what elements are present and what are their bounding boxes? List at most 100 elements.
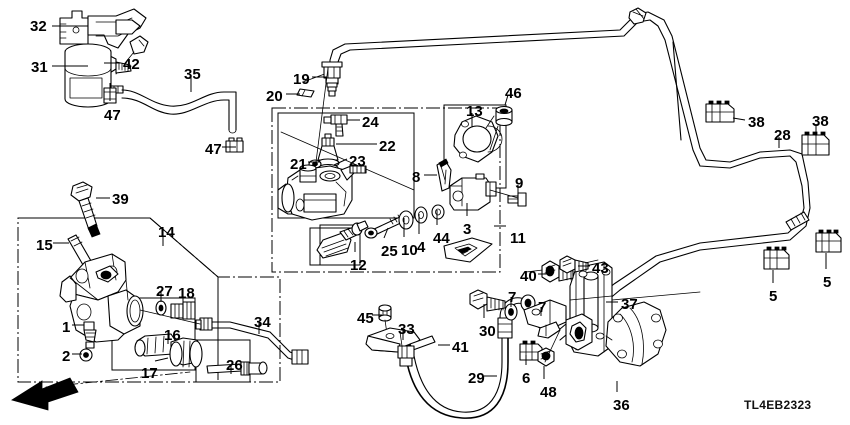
part-38-clip-b (801, 131, 830, 156)
leader-line-23 (333, 158, 348, 166)
callout-number-7: 7 (508, 289, 517, 306)
callout-number-38: 38 (812, 113, 829, 130)
callout-number-31: 31 (31, 59, 48, 76)
part-28-clutch-pipe (329, 7, 811, 341)
part-1-bleeder-screw (83, 321, 97, 349)
callout-number-26: 26 (226, 357, 243, 374)
part-slave-cylinder-body (59, 253, 144, 343)
callout-number-7: 7 (538, 299, 547, 316)
part-2-cap (79, 348, 93, 362)
callout-number-19: 19 (293, 71, 310, 88)
leader-line-38 (732, 117, 746, 121)
group-box-14 (17, 217, 281, 383)
part-20-washer (296, 88, 315, 98)
part-39-bolt (70, 181, 101, 238)
part-47-clamp-lower (225, 137, 244, 153)
part-9-pin (507, 192, 527, 207)
callout-number-32: 32 (30, 18, 47, 35)
callout-number-11: 11 (510, 230, 526, 247)
callout-number-13: 13 (466, 103, 483, 120)
callout-number-5: 5 (823, 274, 832, 291)
part-37-bracket-arm (523, 299, 567, 339)
callout-number-48: 48 (540, 384, 557, 401)
callout-number-34: 34 (254, 314, 271, 331)
callout-number-3: 3 (463, 221, 472, 238)
callout-number-30: 30 (479, 323, 496, 340)
part-master-cylinder-body (277, 164, 367, 221)
part-16-piston (134, 333, 176, 357)
callout-number-22: 22 (379, 138, 396, 155)
part-22-rod-pin (321, 133, 335, 147)
part-30-bolt (469, 289, 506, 312)
diagram-code: TL4EB2323 (744, 398, 812, 412)
callout-number-28: 28 (774, 127, 791, 144)
part-35-hose (121, 89, 237, 134)
callout-number-10: 10 (401, 242, 418, 259)
group-box-26 (195, 339, 251, 383)
part-27-washer (155, 300, 167, 316)
callout-number-6: 6 (522, 370, 531, 387)
part-17-boot (169, 337, 203, 368)
callout-number-46: 46 (505, 85, 522, 102)
callout-number-38: 38 (748, 114, 765, 131)
callout-number-9: 9 (515, 175, 524, 192)
callout-number-47: 47 (205, 141, 222, 158)
callout-number-42: 42 (123, 56, 140, 73)
part-5-clip-b (815, 229, 842, 253)
callout-number-20: 20 (266, 88, 283, 105)
part-12-piston-kit (316, 220, 369, 259)
part-service-label (443, 237, 493, 263)
part-4-seal (414, 206, 428, 224)
callout-number-45: 45 (357, 310, 374, 327)
part-37-bracket (565, 261, 613, 357)
callout-number-21: 21 (290, 156, 307, 173)
callout-number-15: 15 (36, 237, 53, 254)
leader-line-25 (383, 227, 389, 239)
part-10-seal (398, 210, 414, 230)
callout-number-1: 1 (62, 319, 71, 336)
callout-number-23: 23 (349, 153, 366, 170)
fr-direction-arrow (11, 371, 191, 411)
callout-number-16: 16 (164, 327, 181, 344)
callout-number-39: 39 (112, 191, 129, 208)
callout-number-27: 27 (156, 283, 173, 300)
callout-number-41: 41 (452, 339, 469, 356)
part-43-bolt (559, 255, 589, 274)
callout-number-37: 37 (621, 296, 638, 313)
callout-number-12: 12 (350, 257, 367, 274)
callout-number-4: 4 (417, 239, 426, 256)
part-48-bolt (537, 347, 555, 367)
callout-number-17: 17 (141, 365, 158, 382)
part-38-clip-a (705, 100, 735, 123)
part-3-switch (449, 173, 497, 211)
part-26-push-rod (206, 361, 268, 376)
callout-number-8: 8 (412, 169, 421, 186)
part-32-reservoir-bracket (59, 8, 149, 55)
part-5-clip-a (763, 246, 790, 270)
alignment-line-mc (280, 131, 415, 191)
part-46-nut (495, 105, 513, 127)
part-45-nut (378, 304, 392, 322)
callout-number-29: 29 (468, 370, 485, 387)
group-box-11 (271, 107, 501, 273)
part-8-clip (436, 158, 452, 192)
callout-number-18: 18 (178, 285, 195, 302)
callout-number-5: 5 (769, 288, 778, 305)
part-24-switch (323, 114, 348, 137)
part-18-nut (170, 301, 196, 320)
group-box-upper-mc (277, 112, 415, 219)
leader-line-17 (154, 357, 169, 362)
part-36-cover (605, 301, 667, 367)
part-34-slave-pipe (139, 309, 309, 365)
callout-number-24: 24 (362, 114, 379, 131)
part-44-seal (431, 204, 445, 220)
callout-number-35: 35 (184, 66, 201, 83)
alignment-line-19-21 (315, 67, 329, 163)
leader-line-46 (504, 94, 509, 106)
callout-number-33: 33 (398, 321, 415, 338)
group-box-17 (111, 297, 196, 371)
callout-number-2: 2 (62, 348, 71, 365)
part-13-gasket (453, 115, 503, 163)
